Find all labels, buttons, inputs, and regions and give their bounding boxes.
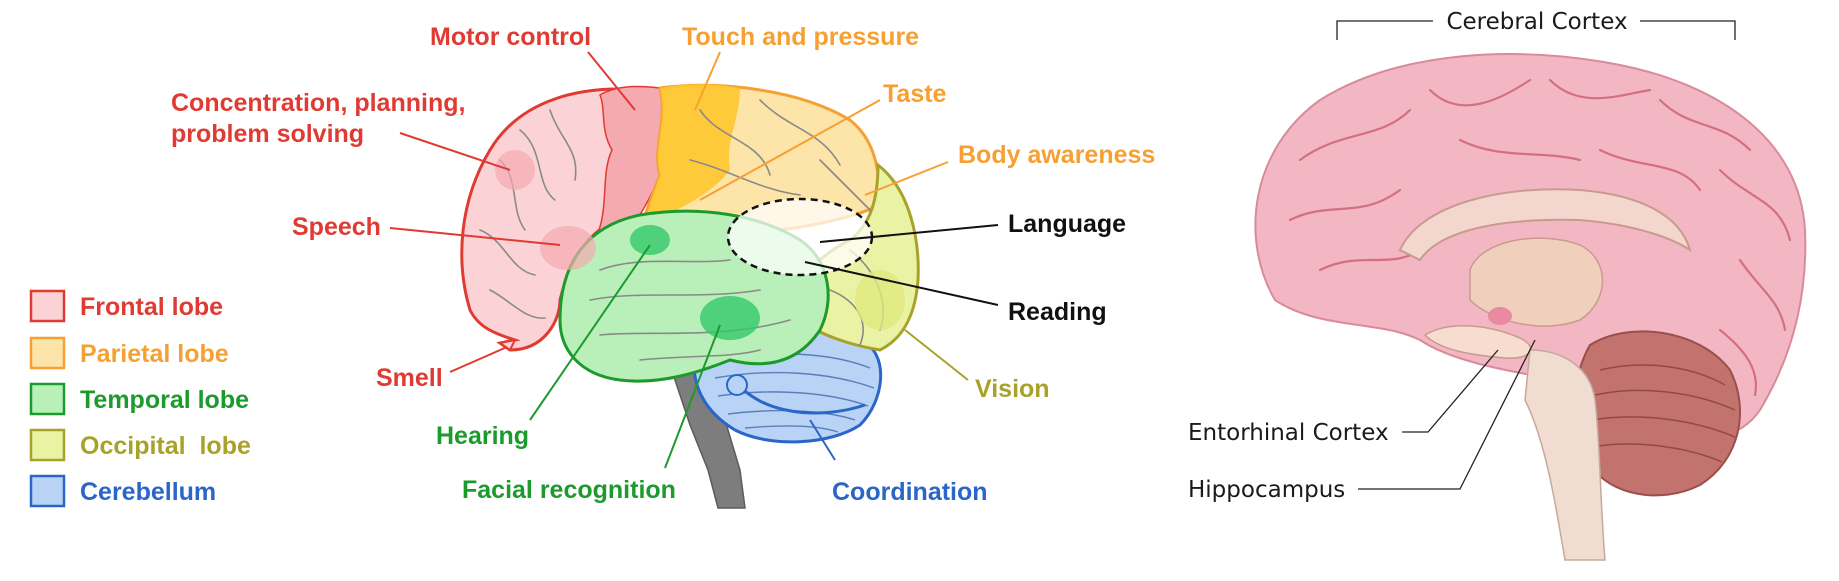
leader-smell [449,346,508,373]
label-coordination: Coordination [832,478,988,506]
legend-label-temporal: Temporal lobe [80,386,249,414]
label-concentration-line2: problem solving [171,120,364,148]
legend-swatch-parietal [29,336,66,370]
label-facial-recognition: Facial recognition [462,476,676,504]
label-concentration-line1: Concentration, planning, [171,89,465,117]
leader-body-awareness [864,161,949,196]
brain-gyri [479,99,884,361]
label-motor-control: Motor control [430,23,591,51]
legend-item-cerebellum: Cerebellum [29,474,216,508]
legend-label-parietal: Parietal lobe [80,340,229,368]
label-body-awareness: Body awareness [958,141,1155,169]
label-smell: Smell [376,364,443,392]
label-language: Language [1008,210,1126,238]
leader-coordination [809,419,836,461]
legend-swatch-cerebellum [29,474,66,508]
legend-label-frontal: Frontal lobe [80,293,223,321]
label-speech: Speech [292,213,381,241]
leader-touch-pressure [694,51,721,111]
leader-hearing [529,244,651,421]
legend-item-parietal: Parietal lobe [29,336,229,370]
leader-motor-control [587,51,636,111]
leader-vision [904,329,969,381]
leader-reading [804,261,999,306]
concentration-area [495,150,535,190]
label-hippocampus: Hippocampus [1188,477,1345,503]
label-touch-pressure: Touch and pressure [682,23,919,51]
leader-hippocampus [1358,339,1536,490]
leader-entorhinal [1402,349,1499,433]
leader-speech [389,227,561,246]
label-reading: Reading [1008,298,1107,326]
language-reading-ellipse [726,197,874,277]
lateral-brain: Motor control Touch and pressure Concent… [171,23,1155,509]
leader-lines [389,51,999,469]
parietal-touch-band [645,84,740,225]
hearing-area [630,225,670,255]
lobe-legend: Frontal lobe Parietal lobe Temporal lobe… [29,289,251,508]
brainstem-medial [1524,349,1606,561]
label-hearing: Hearing [436,422,529,450]
legend-item-frontal: Frontal lobe [29,289,223,323]
vision-area [855,270,905,330]
label-vision: Vision [975,375,1050,403]
pituitary [1488,307,1512,325]
leader-taste [699,99,881,201]
sagittal-brain: Cerebral Cortex Entorhinal Cortex Hippoc… [1188,9,1807,561]
corpus-callosum [1398,188,1692,262]
label-taste: Taste [883,80,947,108]
legend-label-cerebellum: Cerebellum [80,478,216,506]
function-labels: Motor control Touch and pressure Concent… [171,23,1155,506]
facial-recognition-area [700,296,760,340]
leader-concentration [399,132,511,171]
leader-language [819,224,999,243]
cerebellum-medial-folia [1591,364,1736,463]
legend-label-occipital: Occipital lobe [80,432,251,460]
cerebral-cortex-bracket [1336,20,1736,40]
label-entorhinal-cortex: Entorhinal Cortex [1188,420,1389,446]
cerebellum-node [726,374,748,396]
legend-item-occipital: Occipital lobe [29,428,251,462]
leader-facial-recognition [664,324,721,469]
speech-area [540,226,596,270]
legend-item-temporal: Temporal lobe [29,382,249,416]
cortex-gyri [1288,78,1792,397]
legend-swatch-temporal [29,382,66,416]
label-cerebral-cortex: Cerebral Cortex [1446,9,1627,35]
legend-swatch-frontal [29,289,66,323]
legend-swatch-occipital [29,428,66,462]
smell-bulb [497,338,517,352]
